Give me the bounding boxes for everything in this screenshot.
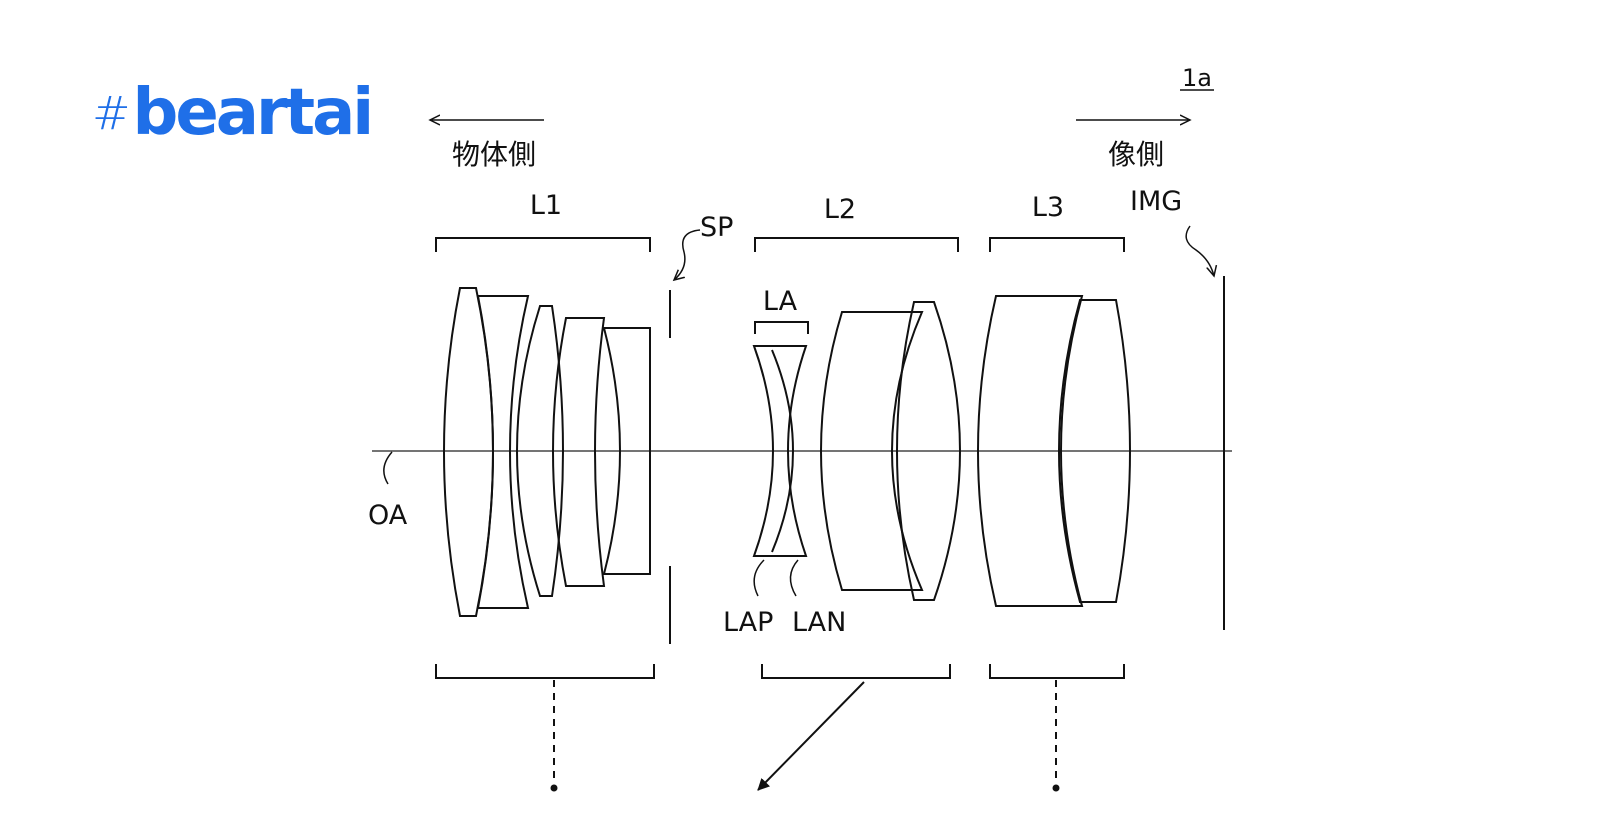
optical-axis-label: OA xyxy=(368,500,408,531)
group-l2-top-bracket xyxy=(754,237,959,252)
image-side-label: 像側 xyxy=(1108,138,1164,171)
lens-lan-label: LAN xyxy=(792,607,846,638)
optical-axis-leader xyxy=(383,451,393,485)
image-plane-label: IMG xyxy=(1130,186,1182,217)
image-plane-leader-arrow xyxy=(1185,225,1214,276)
l1-lens-5 xyxy=(602,327,651,575)
l2-lens-3 xyxy=(896,301,961,601)
group-l2-label: L2 xyxy=(824,194,856,225)
l3-lens-1 xyxy=(977,295,1084,607)
lens-la-label: LA xyxy=(763,286,798,317)
lens-la-bracket xyxy=(754,321,809,334)
group-l1-top-bracket xyxy=(435,237,651,252)
beartai-logo: # beartai xyxy=(92,68,375,158)
group-l3-bottom-bracket xyxy=(989,664,1125,679)
group-l1-label: L1 xyxy=(530,190,562,221)
l2-lens-2 xyxy=(820,311,924,591)
l1-lens-2 xyxy=(476,295,530,609)
group-l1-bottom-bracket xyxy=(435,664,655,679)
stop-leader-arrow xyxy=(674,229,701,280)
lap-leader xyxy=(753,559,765,597)
group-l3-movement-dot xyxy=(1052,784,1060,792)
group-l2-bottom-bracket xyxy=(761,664,951,679)
logo-wordmark: beartai xyxy=(132,76,375,150)
lan-leader xyxy=(789,559,799,597)
logo-hash: # xyxy=(92,86,131,140)
group-l2-movement-arrow xyxy=(757,681,865,791)
stop-label: SP xyxy=(700,212,733,243)
l3-lens-2 xyxy=(1058,299,1131,603)
l1-lens-4 xyxy=(552,317,606,587)
group-l1-movement-dot xyxy=(550,784,558,792)
group-l3-top-bracket xyxy=(989,237,1125,252)
figure-ref-label: 1a xyxy=(1182,64,1212,92)
group-l3-label: L3 xyxy=(1032,192,1064,223)
l1-lens-3 xyxy=(516,305,564,597)
object-side-label: 物体側 xyxy=(452,138,536,171)
lens-lap xyxy=(752,345,808,557)
lens-lap-label: LAP xyxy=(723,607,773,638)
lens-lan xyxy=(771,349,794,553)
